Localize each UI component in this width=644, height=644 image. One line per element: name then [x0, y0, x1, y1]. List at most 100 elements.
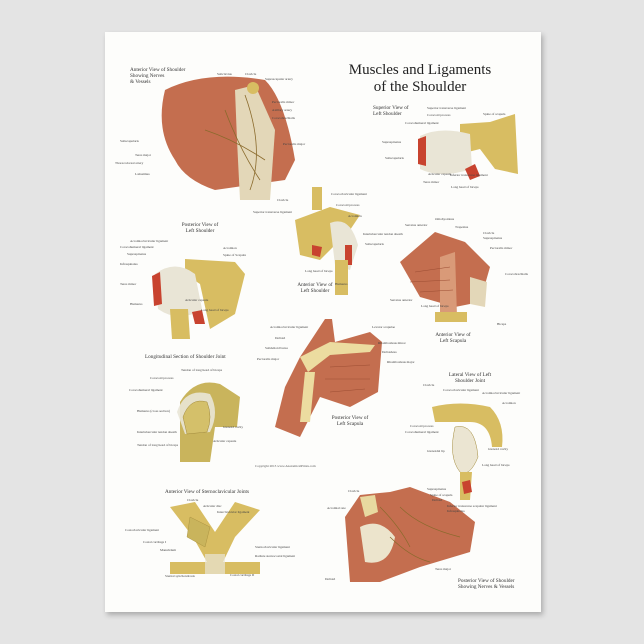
- label: Supraspinatus: [427, 487, 447, 491]
- label: Superior transverse ligament: [253, 210, 292, 214]
- label: Deltoideus: [382, 350, 397, 354]
- caption-line: Showing Nerves: [130, 73, 165, 79]
- label: Levator scapulae: [372, 325, 396, 329]
- label: Articular capsule: [185, 298, 209, 302]
- label: Long head of biceps: [451, 185, 479, 189]
- label: Coracobrachialis: [272, 116, 295, 120]
- label: Acromioclavicular ligament: [130, 239, 169, 243]
- label: Subscapularis: [365, 242, 384, 246]
- panel-caption: Longitudinal Section of Shoulder Joint: [145, 354, 226, 360]
- label: Acromion: [502, 401, 516, 405]
- label: Supraspinatus: [483, 236, 503, 240]
- caption-line: Posterior View of Shoulder: [458, 578, 515, 584]
- label: Costal cartilage II: [230, 573, 255, 577]
- illustration-sternoclavicular-joints: [170, 502, 260, 574]
- panel-caption: Anterior View of Left Shoulder: [285, 282, 345, 294]
- caption-line: Anterior View of Sternoclavicular Joints: [165, 489, 250, 495]
- label: Suprascapular artery: [265, 77, 293, 81]
- caption-line: Left Shoulder: [185, 228, 215, 234]
- label: Subscapularis: [120, 139, 139, 143]
- illustration-posterior-left-shoulder: [152, 259, 245, 339]
- caption-line: Left Shoulder: [300, 288, 330, 294]
- label: Subclavius: [217, 72, 232, 76]
- label: Intertubercular tendon sheath: [363, 232, 403, 236]
- label: Articular capsule: [213, 439, 237, 443]
- label: Coracoid process: [410, 424, 434, 428]
- label: Tendon of long head of biceps: [181, 368, 223, 372]
- label: Teres major: [135, 153, 152, 157]
- label: Clavicle: [483, 231, 495, 235]
- label: Subscapularis: [385, 156, 404, 160]
- label: Coracoclavicular ligament: [331, 192, 367, 196]
- label: Acromial rete: [327, 506, 346, 510]
- panel-caption: Anterior View of Sternoclavicular Joints: [165, 489, 249, 495]
- illustration-superior-view: [418, 114, 518, 180]
- copyright-text: Copyright 2013 www.AnatomicalPrints.com: [255, 464, 316, 468]
- label: Humerus (cross section): [137, 409, 170, 413]
- label: Tendon of long head of biceps: [137, 443, 179, 447]
- panel-caption: Anterior View of Shoulder Showing Nerves…: [130, 67, 185, 85]
- label: Superior transverse ligament: [427, 106, 466, 110]
- caption-line: Anterior View of: [435, 332, 471, 338]
- label: Coracoclavicular ligament: [443, 388, 479, 392]
- caption-line: Superior View of: [373, 105, 409, 111]
- label: Inferior transverse scapular ligament: [447, 504, 497, 508]
- label: Clavicle: [348, 489, 360, 493]
- panel-caption: Lateral View of Left Shoulder Joint: [440, 372, 500, 384]
- label: Pectoralis minor: [490, 246, 513, 250]
- label: Deltoid: [325, 577, 336, 581]
- caption-line: Showing Nerves & Vessels: [458, 584, 515, 590]
- label: Long head of biceps: [201, 308, 229, 312]
- label: Acromion: [223, 246, 237, 250]
- label: Coracoid process: [427, 113, 451, 117]
- label: Spine of scapula: [483, 112, 506, 116]
- label: Clavicle: [277, 198, 289, 202]
- label: Costoclavicular ligament: [125, 528, 159, 532]
- label: Teres major: [435, 567, 452, 571]
- label: Teres minor: [423, 180, 440, 184]
- label: Teres minor: [120, 282, 137, 286]
- label: Deltoid: [432, 498, 443, 502]
- label: Glenoid cavity: [223, 425, 244, 429]
- label: Infraspinatus: [447, 509, 465, 513]
- label: Glenoidal lip: [427, 449, 445, 453]
- illustration-anterior-left-scapula: [400, 232, 490, 322]
- label: Supraspinatus: [382, 140, 402, 144]
- illustration-posterior-left-scapula: [275, 319, 382, 437]
- caption-line: & Vessels: [130, 79, 151, 85]
- label: Acromion: [348, 214, 362, 218]
- panel-caption: Anterior View of Left Scapula: [423, 332, 483, 344]
- caption-line: Lateral View of Left: [448, 372, 492, 378]
- title-line-2: of the Shoulder: [373, 79, 467, 95]
- label: Coracohumeral ligament: [129, 388, 163, 392]
- label: Long head of biceps: [482, 463, 510, 467]
- label: Coracohumeral ligament: [120, 245, 154, 249]
- label: Infraspinatus: [120, 262, 138, 266]
- label: Pectoralis major: [257, 357, 280, 361]
- label: Coracobrachialis: [505, 272, 528, 276]
- label: Articular disc: [203, 504, 222, 508]
- label: Serratus anterior: [405, 223, 428, 227]
- label: Clavicle: [423, 383, 435, 387]
- label: Intertubercular tendon sheath: [137, 430, 177, 434]
- label: Coracohumeral ligament: [405, 430, 439, 434]
- label: Rhomboideus minor: [378, 341, 406, 345]
- label: Acromioclavicular ligament: [270, 325, 309, 329]
- label: Glenoid cavity: [488, 447, 509, 451]
- label: Long head of biceps: [421, 304, 449, 308]
- label: Articular capsule: [428, 172, 452, 176]
- label: Spine of scapula: [430, 493, 453, 497]
- panel-caption: Posterior View of Shoulder Showing Nerve…: [458, 578, 515, 590]
- label: Trapezius: [455, 225, 469, 229]
- label: Acromioclavicular ligament: [482, 391, 521, 395]
- label: Costal cartilage I: [143, 540, 167, 544]
- caption-line: Shoulder Joint: [454, 378, 486, 384]
- panel-caption: Posterior View of Left Shoulder: [170, 222, 230, 234]
- illustration-posterior-shoulder-nerves: [345, 487, 475, 582]
- label: Thoracodorsal artery: [115, 161, 144, 165]
- label: Clavicle: [187, 498, 199, 502]
- label: Rhomboideus major: [387, 360, 415, 364]
- anatomy-poster: Muscles and Ligaments of the Shoulder An…: [105, 32, 541, 612]
- caption-line: Anterior View of: [297, 282, 333, 288]
- caption-line: Left Scapula: [336, 421, 364, 427]
